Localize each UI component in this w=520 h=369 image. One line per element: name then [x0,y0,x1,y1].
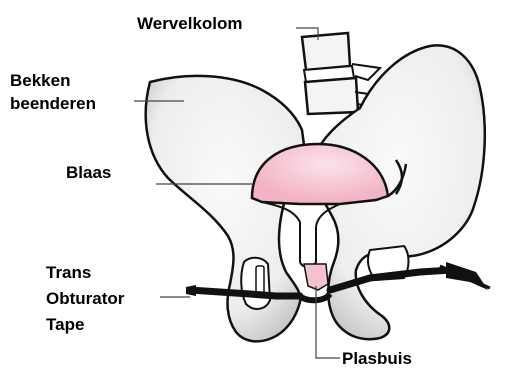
vertebra-bottom [305,78,358,114]
label-tape-1: Trans [46,263,91,282]
label-pelvic-bones-2: beenderen [10,94,96,113]
tape-sling [300,294,330,300]
label-pelvic-bones-1: Bekken [10,71,70,90]
label-tape-3: Tape [46,315,84,334]
label-spine: Wervelkolom [137,14,243,33]
left-foramen-detail [256,266,264,294]
label-urethra: Plasbuis [342,349,412,368]
tape-left-tip [186,285,196,296]
vertebra-top [302,33,350,70]
urethra [300,222,316,267]
label-tape-2: Obturator [46,289,125,308]
left-pelvic-bone [146,76,306,341]
label-bladder: Blaas [66,163,111,182]
